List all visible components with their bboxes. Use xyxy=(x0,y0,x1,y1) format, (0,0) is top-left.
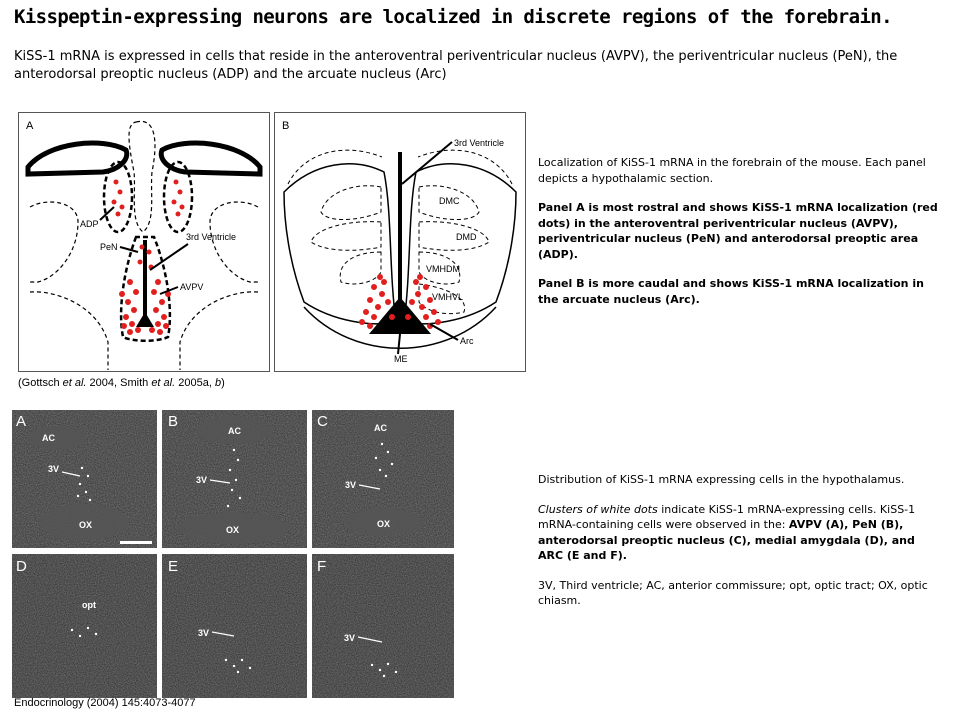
citation-text-2: 2004, Smith xyxy=(86,377,152,389)
label-pen: PeN xyxy=(100,242,118,252)
label-vmhdm: VMHDM xyxy=(426,264,460,274)
caption-diagrams: Localization of KiSS-1 mRNA in the foreb… xyxy=(538,155,938,321)
label-adp: ADP xyxy=(80,219,99,229)
caption-clusters: Clusters of white dots xyxy=(538,502,658,516)
micrograph-a-ac: AC xyxy=(42,433,55,443)
citation-etal-2: et al. xyxy=(151,377,176,389)
panel-a-diagram: A ADP PeN 3rd Ventricle AVPV xyxy=(18,112,270,372)
micrograph-a-letter: A xyxy=(16,413,26,430)
micrograph-c-letter: C xyxy=(317,413,328,430)
micrograph-d-letter: D xyxy=(16,558,27,575)
label-avpv: AVPV xyxy=(180,282,203,292)
slide-title: Kisspeptin-expressing neurons are locali… xyxy=(14,6,893,28)
micrograph-grid: A B C D E F AC 3V OX AC 3V OX AC 3V OX o… xyxy=(12,410,454,698)
panel-b-diagram: B 3rd Ventricle DMC DMD VMHDM VMHVL Arc … xyxy=(274,112,526,372)
caption-panel-b: Panel B is more caudal and shows KiSS-1 … xyxy=(538,277,924,306)
label-arc: Arc xyxy=(460,336,474,346)
caption-regions: AVPV (A), PeN (B), anterodorsal preoptic… xyxy=(538,518,915,562)
panel-a-letter: A xyxy=(26,120,34,132)
label-dmc: DMC xyxy=(439,196,460,206)
micrograph-e-3v: 3V xyxy=(198,628,209,638)
micrograph-c-ac: AC xyxy=(374,423,387,433)
citation-text-4: ) xyxy=(221,377,225,389)
label-me: ME xyxy=(394,354,408,364)
micrograph-b-letter: B xyxy=(168,413,178,430)
micrograph-b-3v: 3V xyxy=(196,475,207,485)
citation-b: b xyxy=(214,377,222,389)
label-third-ventricle-a: 3rd Ventricle xyxy=(186,232,236,242)
caption-micrographs-body: Clusters of white dots indicate KiSS-1 m… xyxy=(538,502,938,564)
caption-panel-a: Panel A is most rostral and shows KiSS-1… xyxy=(538,201,938,261)
label-third-ventricle-b: 3rd Ventricle xyxy=(454,138,504,148)
caption-diagrams-intro: Localization of KiSS-1 mRNA in the foreb… xyxy=(538,156,926,185)
slide-subtitle: KiSS-1 mRNA is expressed in cells that r… xyxy=(14,49,898,82)
panel-b-letter: B xyxy=(282,120,289,132)
micrograph-f-letter: F xyxy=(317,558,326,575)
caption-abbreviations: 3V, Third ventricle; AC, anterior commis… xyxy=(538,578,928,608)
label-dmd: DMD xyxy=(456,232,477,242)
scale-bar xyxy=(120,541,152,544)
caption-micrographs: Distribution of KiSS-1 mRNA expressing c… xyxy=(538,472,938,623)
caption-rest: indicate KiSS-1 mRNA-expressing cells. K… xyxy=(538,502,916,532)
micrograph-c-3v: 3V xyxy=(345,480,356,490)
micrograph-a-3v: 3V xyxy=(48,464,59,474)
micrograph-f-3v: 3V xyxy=(344,633,355,643)
micrograph-a-ox: OX xyxy=(79,520,92,530)
micrograph-e-letter: E xyxy=(168,558,178,575)
figure-citation: (Gottsch et al. 2004, Smith et al. 2005a… xyxy=(18,377,225,389)
caption-micrographs-intro: Distribution of KiSS-1 mRNA expressing c… xyxy=(538,473,905,486)
micrograph-d-opt: opt xyxy=(82,600,96,610)
micrograph-b-ox: OX xyxy=(226,525,239,535)
citation-text-1: (Gottsch xyxy=(18,377,63,389)
micrograph-b-ac: AC xyxy=(228,426,241,436)
micrograph-c-ox: OX xyxy=(377,519,390,529)
label-vmhvl: VMHVL xyxy=(432,292,463,302)
citation-text-3: 2005a, xyxy=(175,377,215,389)
journal-reference: Endocrinology (2004) 145:4073-4077 xyxy=(14,697,196,709)
citation-etal-1: et al. xyxy=(62,377,87,389)
